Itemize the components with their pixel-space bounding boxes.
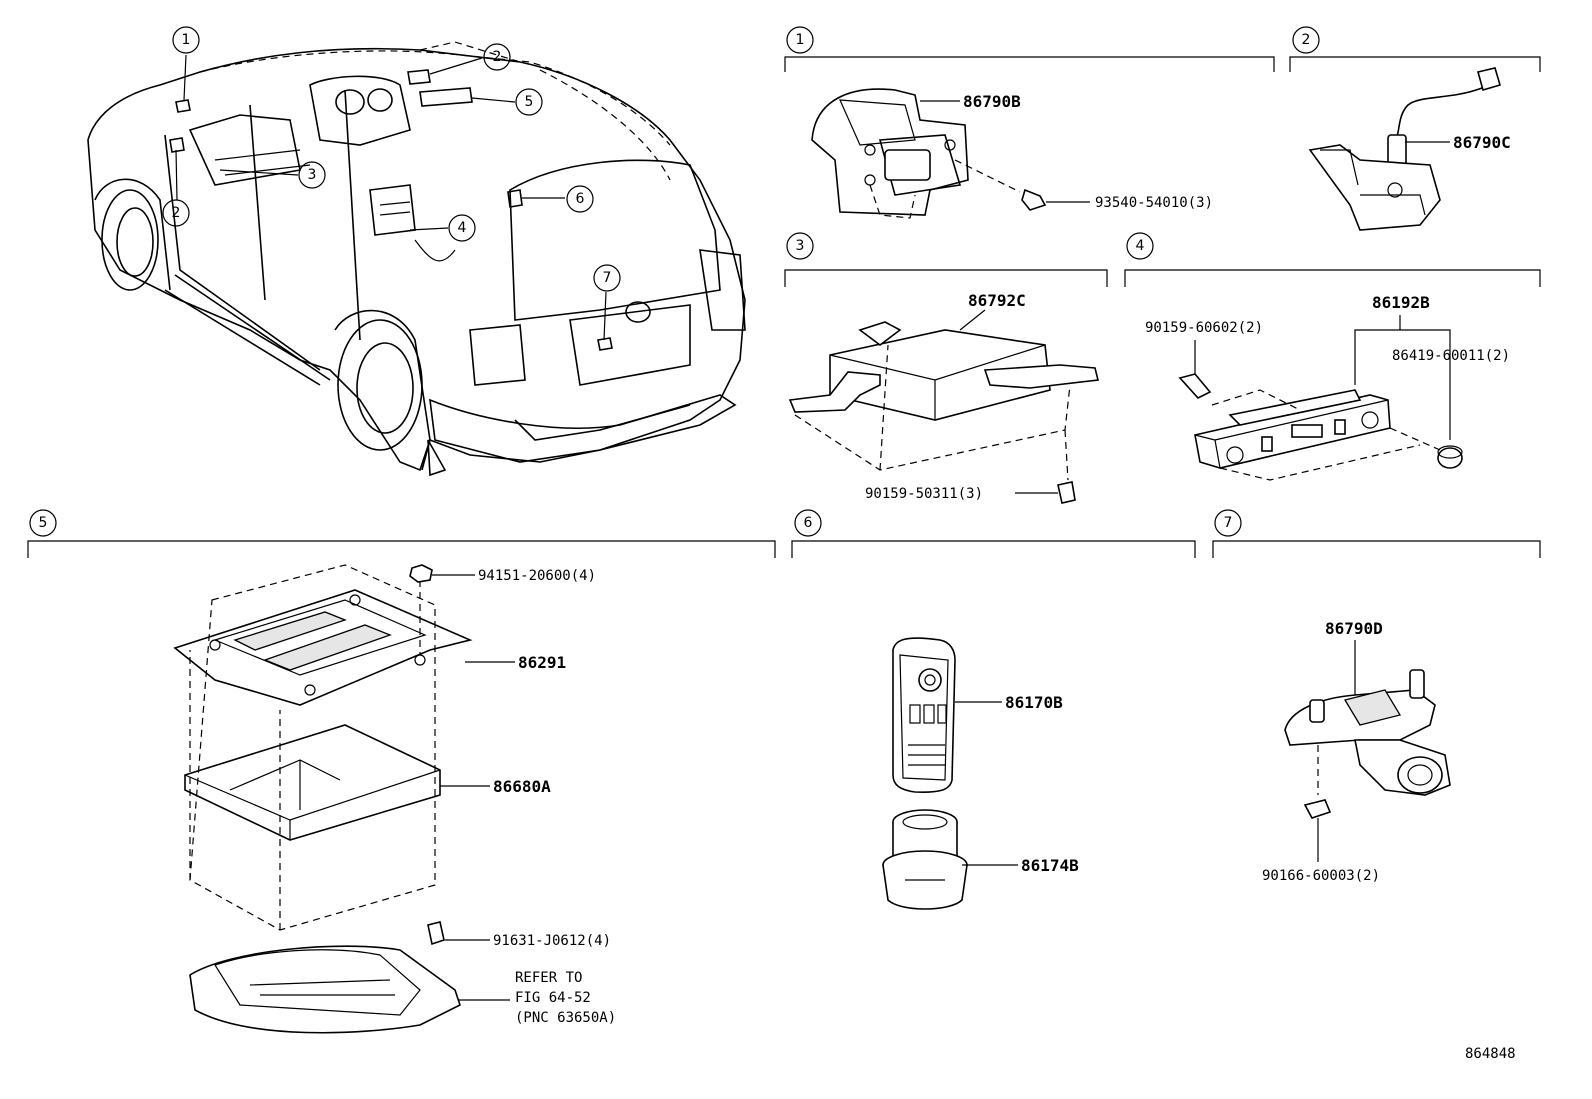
label-90159-60602: 90159-60602(2) [1145,320,1263,336]
label-94151: 94151-20600(4) [478,568,596,584]
callout-4: 4 [458,220,467,236]
section-3-number: 3 [796,238,805,254]
section-1: 1 86790B 93540-54010(3) [784,26,1275,219]
label-91631: 91631-J0612(4) [493,933,611,949]
label-86291: 86291 [518,653,566,672]
vehicle-callouts: 1 2 2 5 3 4 6 7 [162,26,621,292]
section-7: 7 86790D 90166-60003(2) [1212,509,1541,884]
refer-line-1: REFER TO [515,970,582,986]
section-4: 4 86192B 90159-60602(2) 86419-60011(2) [1124,232,1541,481]
callout-6-circle [566,185,594,213]
callout-1-circle [172,26,200,54]
callout-5-circle [515,88,543,116]
label-93540: 93540-54010(3) [1095,195,1213,211]
diagram-id: 864848 [1465,1046,1516,1062]
callout-1: 1 [182,32,191,48]
callout-2b: 2 [172,205,181,221]
section-6: 6 86170B 86174B [791,509,1196,910]
section-5: 5 94151-20600(4) [27,509,776,1034]
callout-3: 3 [308,167,317,183]
label-90166: 90166-60003(2) [1262,868,1380,884]
section-2: 2 86790C [1289,26,1541,231]
callout-2b-circle [162,199,190,227]
callout-7-circle [593,264,621,292]
vehicle-overview [87,41,746,477]
section-1-number: 1 [796,32,805,48]
label-86790D: 86790D [1325,619,1383,638]
label-86680A: 86680A [493,777,551,796]
label-86792C: 86792C [968,291,1026,310]
section-7-number: 7 [1224,515,1233,531]
callout-5: 5 [525,94,534,110]
label-86790C: 86790C [1453,133,1511,152]
label-86170B: 86170B [1005,693,1063,712]
section-4-number: 4 [1136,238,1145,254]
callout-4-circle [448,214,476,242]
label-86790B: 86790B [963,92,1021,111]
section-2-number: 2 [1302,32,1311,48]
callout-7: 7 [603,270,612,286]
label-86419: 86419-60011(2) [1392,348,1510,364]
refer-line-2: FIG 64-52 [515,990,591,1006]
label-90159-50311: 90159-50311(3) [865,486,983,502]
callout-3-circle [298,161,326,189]
refer-line-3: (PNC 63650A) [515,1010,616,1026]
section-3: 3 86792C 90159-50311(3) [784,232,1108,504]
label-86192B: 86192B [1372,293,1430,312]
section-6-number: 6 [804,515,813,531]
section-5-number: 5 [39,515,48,531]
label-86174B: 86174B [1021,856,1079,875]
callout-2: 2 [493,49,502,65]
callout-6: 6 [576,191,585,207]
callout-2-circle [483,43,511,71]
